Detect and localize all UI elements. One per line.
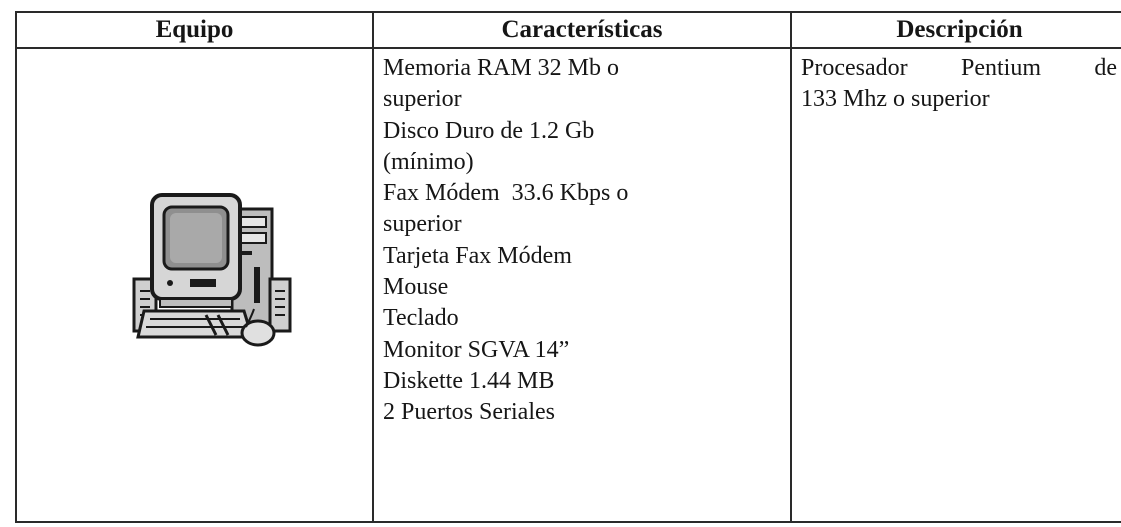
list-item: 2 Puertos Seriales — [383, 399, 555, 426]
list-item: Disco Duro de 1.2 Gb — [383, 117, 595, 144]
header-descripcion: Descripción — [790, 11, 1121, 49]
table-row: Memoria RAM 32 Mb o superior Disco Duro … — [15, 47, 1121, 523]
description-word: de — [1094, 55, 1117, 81]
list-item: Diskette 1.44 MB — [383, 367, 555, 394]
table-header-row: Equipo Características Descripción — [15, 11, 1121, 49]
list-item: Mouse — [383, 274, 449, 301]
hardware-requirements-table: Equipo Características Descripción — [15, 11, 1121, 523]
feature-list: Memoria RAM 32 Mb o superior Disco Duro … — [374, 49, 790, 429]
header-caracteristicas: Características — [372, 11, 792, 49]
list-item: (mínimo) — [383, 148, 474, 175]
description-line-2: 133 Mhz o superior — [801, 86, 990, 113]
descripcion-cell: Procesador Pentium de 133 Mhz o superior — [790, 47, 1121, 523]
description-text: Procesador Pentium de 133 Mhz o superior — [792, 49, 1121, 116]
list-item: Monitor SGVA 14” — [383, 336, 570, 363]
list-item: superior — [383, 211, 462, 238]
header-equipo: Equipo — [15, 11, 374, 49]
equipo-cell — [15, 47, 374, 523]
list-item: Teclado — [383, 305, 459, 332]
list-item: superior — [383, 86, 462, 113]
list-item: Memoria RAM 32 Mb o — [383, 55, 619, 81]
description-word: Procesador — [801, 55, 908, 81]
caracteristicas-cell: Memoria RAM 32 Mb o superior Disco Duro … — [372, 47, 792, 523]
computer-icon — [132, 193, 292, 347]
list-item: Tarjeta Fax Módem — [383, 242, 572, 269]
description-line-1: Procesador Pentium de — [801, 53, 1117, 84]
description-word: Pentium — [960, 55, 1041, 81]
list-item: Fax Módem 33.6 Kbps o — [383, 180, 629, 207]
